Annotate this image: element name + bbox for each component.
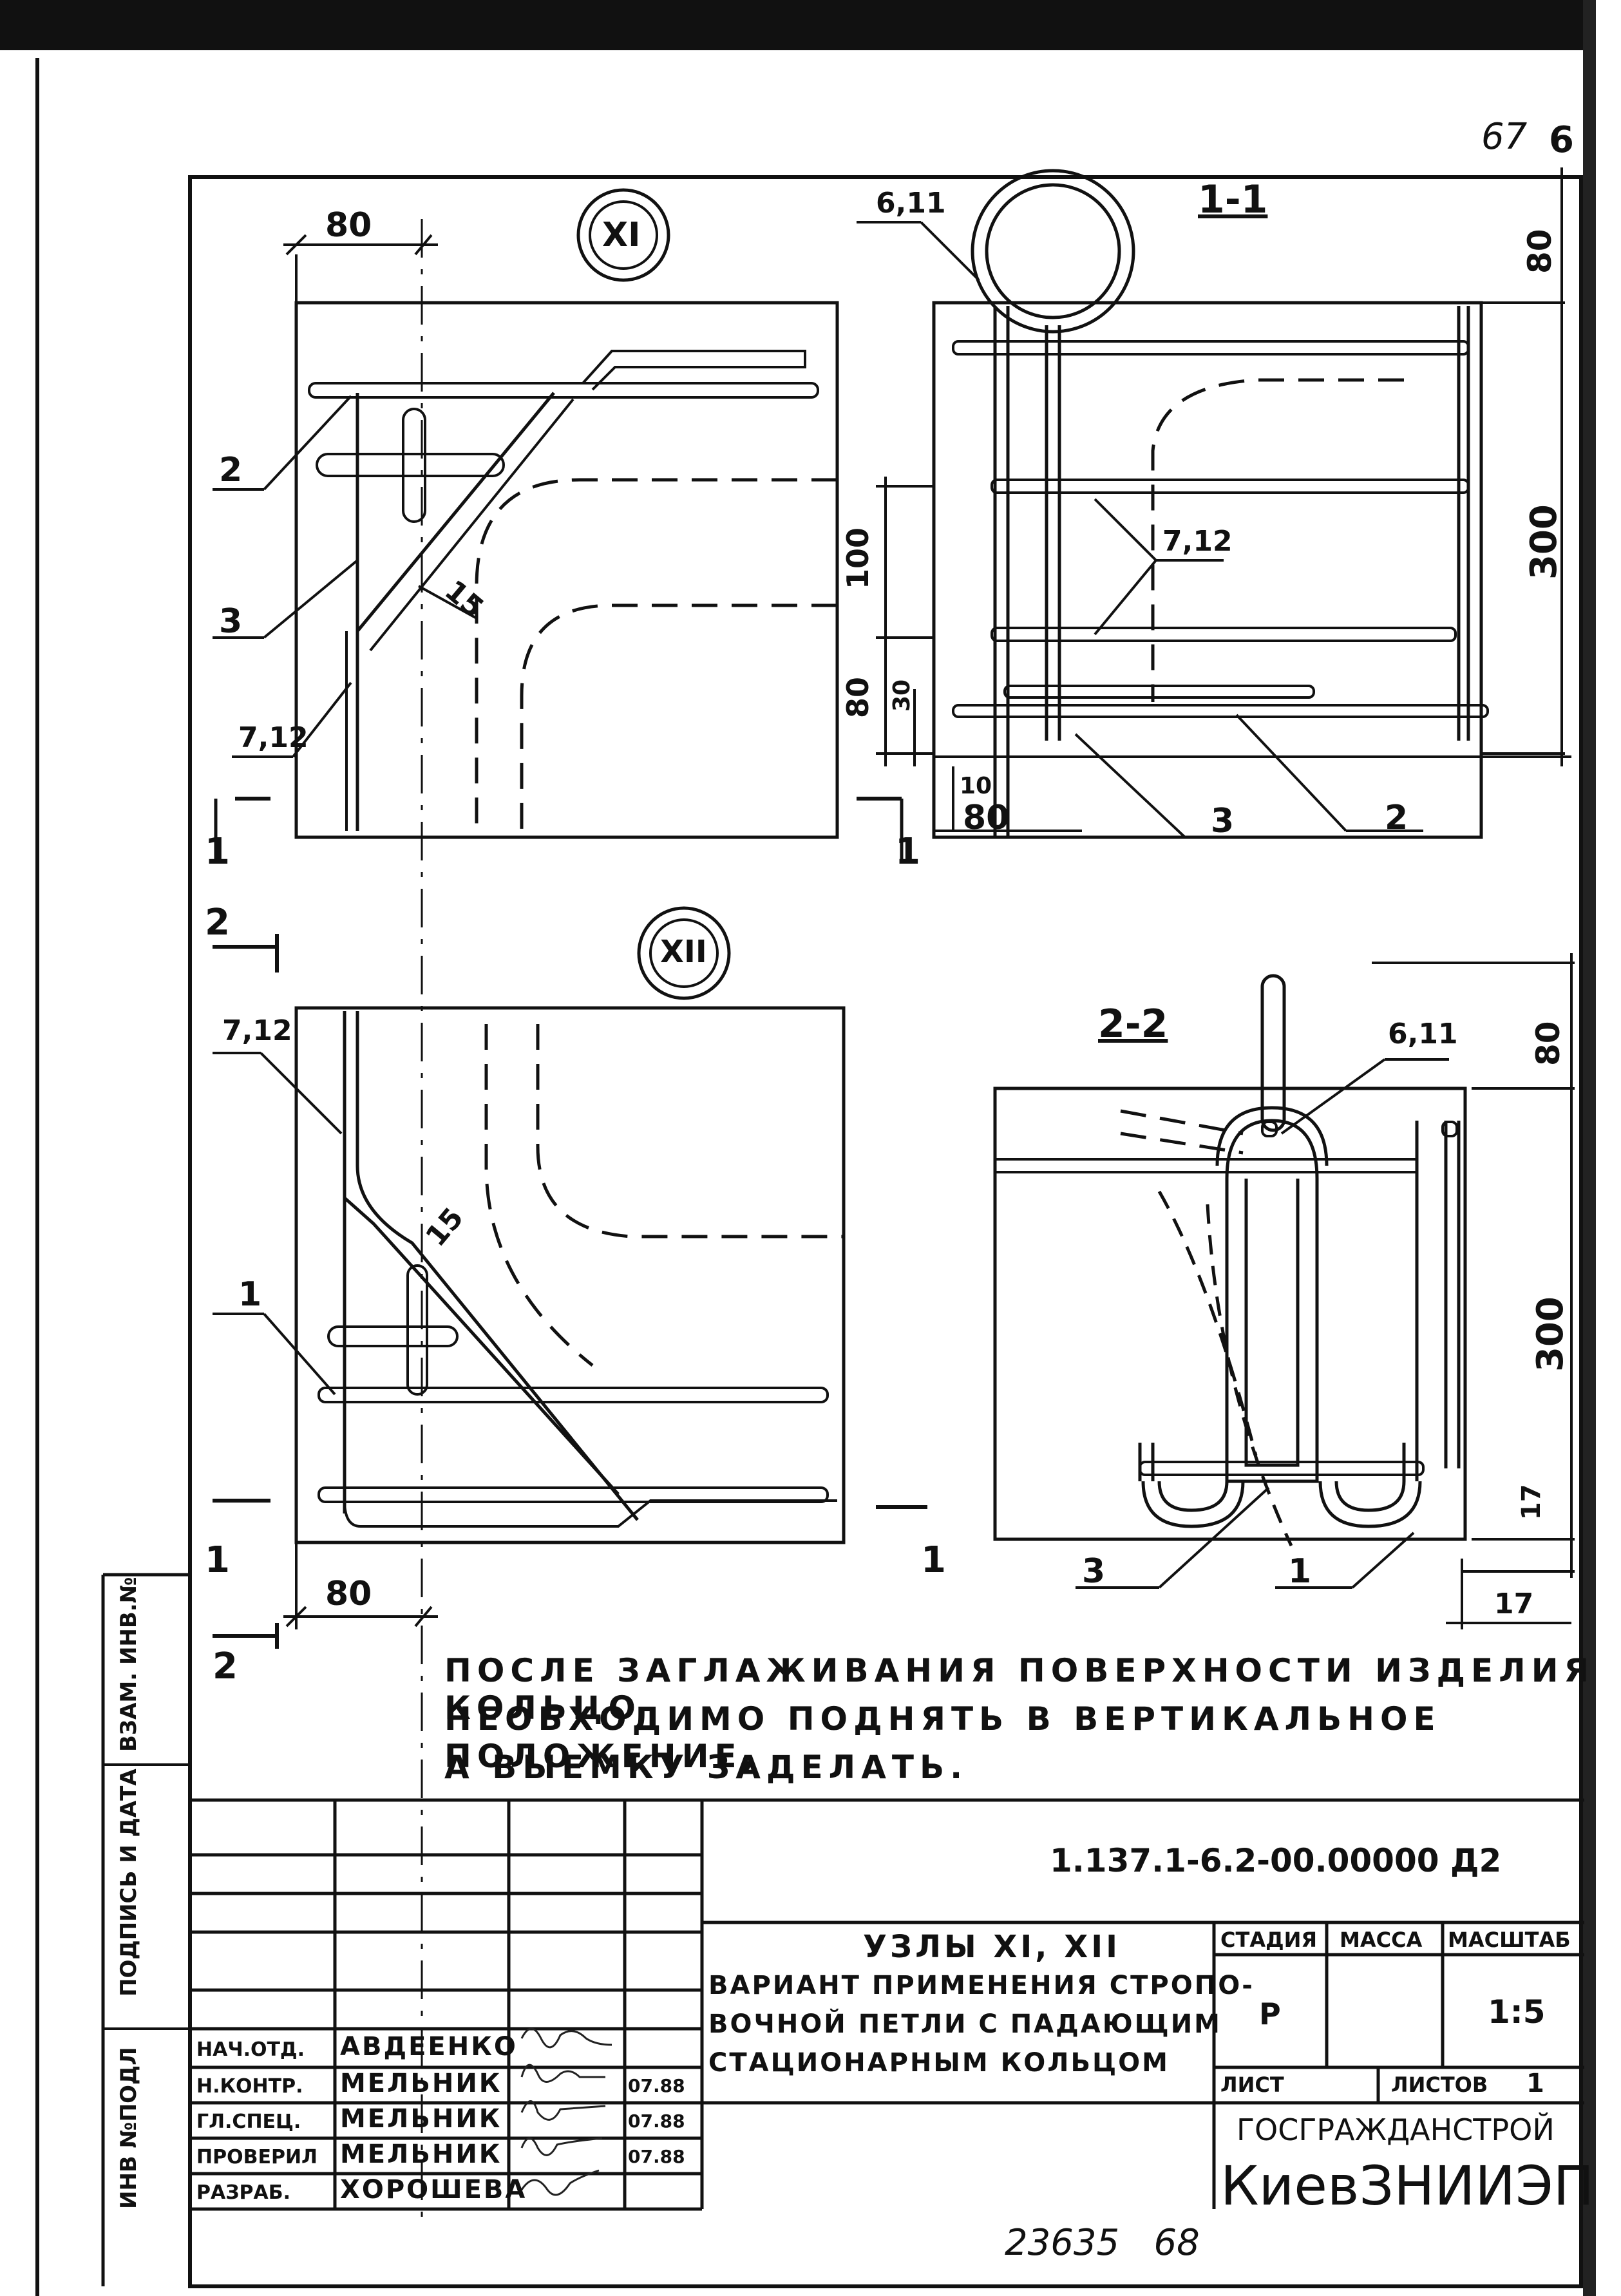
dim-s1-100: 100: [840, 527, 875, 589]
callout-s1-2: 2: [1385, 799, 1408, 837]
section-1-1-dims: [857, 167, 1571, 863]
view-xi-dims: [213, 234, 477, 863]
cut-mark-1b: 1: [895, 831, 920, 873]
name-5: ХОРОШЕВА: [340, 2175, 527, 2205]
stage-label: СТАДИЯ: [1220, 1928, 1317, 1952]
dim-s1-30: 30: [889, 679, 915, 712]
callout-s1-611: 6,11: [876, 187, 946, 220]
date-2: 07.88: [628, 2075, 685, 2096]
cut-mark-1d: 1: [921, 1539, 946, 1581]
stamp-vzam-inv: ВЗАМ. ИНВ.№: [116, 1577, 142, 1752]
section-2-2: [993, 974, 1467, 1547]
node-xii-circle-inner: [649, 918, 719, 988]
callout-xii-712: 7,12: [222, 1014, 292, 1047]
node-xi-circle-inner: [589, 200, 658, 270]
title-line-3: ВОЧНОЙ ПЕТЛИ С ПАДАЮЩИМ: [708, 2009, 1222, 2039]
dim-xii-80: 80: [325, 1575, 372, 1613]
callout-s2-1: 1: [1288, 1552, 1312, 1591]
dim-s2-80: 80: [1530, 1021, 1567, 1066]
section-2-2-dims: [1076, 953, 1575, 1629]
view-xii: [294, 1006, 846, 1544]
stamp-podpis-data: ПОДПИСЬ И ДАТА: [116, 1769, 142, 1997]
role-1: НАЧ.ОТД.: [196, 2038, 305, 2061]
node-xii-circle-outer: [637, 906, 731, 1000]
dim-s1-80: 80: [840, 676, 875, 718]
scan-top-band: [0, 0, 1584, 50]
page-number-corner: 6: [1549, 119, 1574, 161]
view-xi: [294, 219, 839, 2222]
dim-s1-10: 10: [960, 773, 992, 799]
scale-label: МАСШТАБ: [1448, 1928, 1571, 1952]
callout-xii-1: 1: [238, 1275, 262, 1314]
title-line-1: УЗЛЫ XI, XII: [863, 1929, 1121, 1965]
title-line-4: СТАЦИОНАРНЫМ КОЛЬЦОМ: [708, 2048, 1170, 2078]
sheets-label: ЛИСТОВ: [1391, 2073, 1488, 2097]
scale-value: 1:5: [1488, 1993, 1546, 2031]
title-line-2: ВАРИАНТ ПРИМЕНЕНИЯ СТРОПО-: [708, 1971, 1255, 2000]
cut-mark-2a: 2: [205, 902, 230, 944]
date-3: 07.88: [628, 2111, 685, 2132]
name-2: МЕЛЬНИК: [340, 2069, 502, 2098]
cut-mark-1a: 1: [205, 831, 230, 873]
note-line-1: ПОСЛЕ ЗАГЛАЖИВАНИЯ ПОВЕРХНОСТИ ИЗДЕЛИЯ К…: [444, 1652, 1595, 1727]
sheet-frame: [35, 58, 1583, 2296]
dim-s1-80-top: 80: [1521, 229, 1559, 274]
name-4: МЕЛЬНИК: [340, 2139, 502, 2169]
mass-label: МАССА: [1340, 1928, 1423, 1952]
role-3: ГЛ.СПЕЦ.: [196, 2111, 301, 2133]
name-3: МЕЛЬНИК: [340, 2104, 502, 2134]
role-2: Н.КОНТР.: [196, 2075, 303, 2098]
dim-s1-300: 300: [1523, 504, 1565, 580]
callout-xi-3: 3: [219, 602, 243, 641]
page-number-top: 67: [1481, 116, 1528, 158]
section-1-1-label: 1-1: [1198, 177, 1268, 222]
note-line-3: А ВЫЕМКУ ЗАДЕЛАТЬ.: [444, 1749, 969, 1786]
signatures: [520, 2027, 612, 2196]
callout-s2-611: 6,11: [1388, 1018, 1458, 1050]
callout-s1-712: 7,12: [1162, 525, 1233, 558]
name-1: АВДЕЕНКО: [340, 2032, 518, 2062]
bottom-numbers: 23635 68: [1005, 2222, 1200, 2264]
section-2-2-label: 2-2: [1098, 1001, 1168, 1047]
sheet-label: ЛИСТ: [1220, 2073, 1284, 2097]
cut-mark-2b: 2: [213, 1646, 238, 1687]
dim-s2-300: 300: [1530, 1296, 1571, 1372]
dim-s2-17-bottom: 17: [1494, 1588, 1534, 1620]
org-2: КиевЗНИИЭП: [1220, 2154, 1594, 2217]
stage-value: Р: [1259, 1997, 1281, 2031]
role-5: РАЗРАБ.: [196, 2181, 290, 2204]
node-xi-label: XI: [602, 216, 641, 254]
role-4: ПРОВЕРИЛ: [196, 2146, 318, 2168]
section-1-1: [932, 169, 1489, 839]
callout-s1-3: 3: [1211, 802, 1235, 840]
note-line-2: НЕОБХОДИМО ПОДНЯТЬ В ВЕРТИКАЛЬНОЕ ПОЛОЖЕ…: [444, 1700, 1441, 1775]
callout-xi-712: 7,12: [238, 721, 308, 754]
node-xii-label: XII: [660, 934, 707, 970]
callout-xi-2: 2: [219, 451, 243, 489]
cut-mark-1c: 1: [205, 1539, 230, 1581]
stamp-inv-podl: ИНВ №ПОДЛ: [116, 2047, 142, 2209]
dim-xi-80: 80: [325, 206, 372, 245]
dim-s2-17: 17: [1517, 1484, 1546, 1520]
callout-s2-3: 3: [1082, 1552, 1106, 1591]
dim-s1-80-bottom: 80: [963, 799, 1010, 837]
date-4: 07.88: [628, 2146, 685, 2167]
view-xii-dims: [213, 934, 927, 1649]
org-1: ГОСГРАЖДАНСТРОЙ: [1237, 2112, 1555, 2147]
node-xi-circle-outer: [576, 188, 670, 282]
title-block-grid: [190, 1798, 1584, 2211]
doc-code: 1.137.1-6.2-00.00000 Д2: [1050, 1842, 1502, 1879]
scan-right-band: [1583, 0, 1596, 2296]
sheets-value: 1: [1526, 2069, 1544, 2098]
